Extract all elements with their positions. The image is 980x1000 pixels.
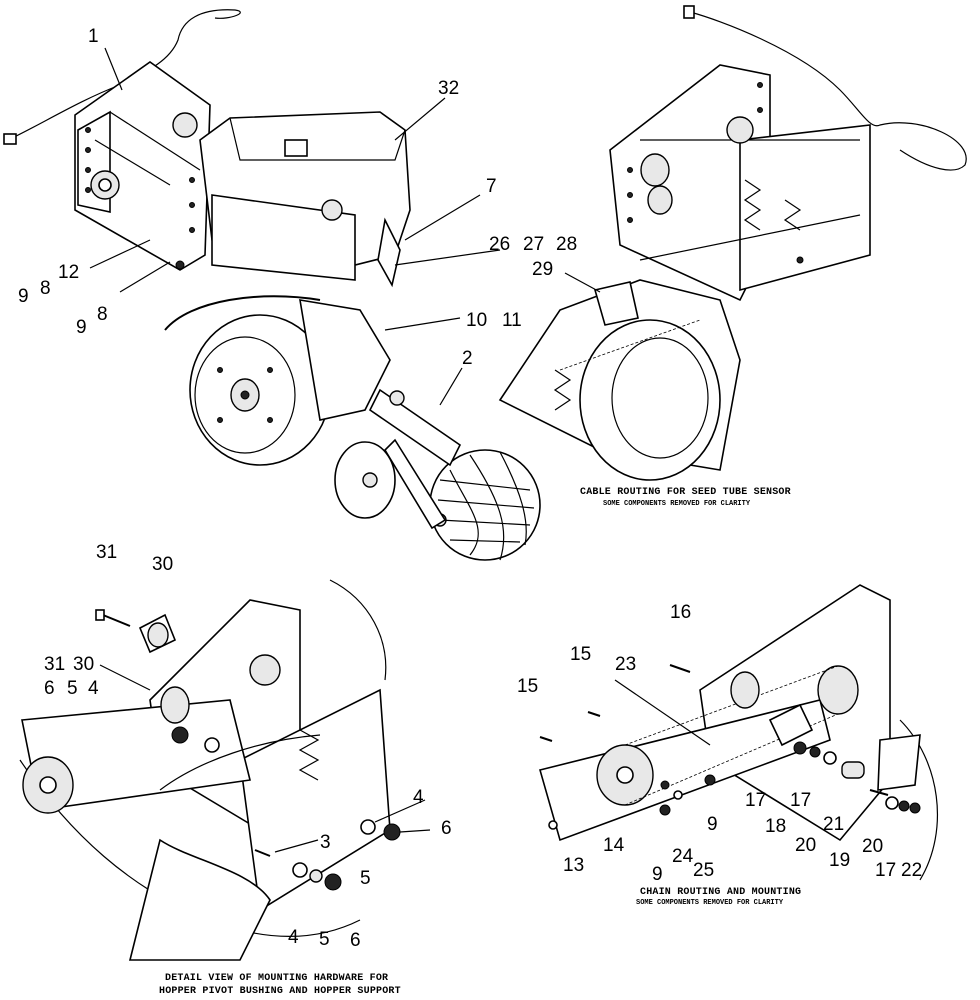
nut — [383, 823, 401, 841]
callout-5c: 5 — [319, 929, 330, 950]
callout-31b: 31 — [44, 654, 65, 675]
caption-hopper-line1: DETAIL VIEW OF MOUNTING HARDWARE FOR — [165, 973, 388, 984]
callout-21: 21 — [823, 814, 844, 835]
callout-28: 28 — [556, 234, 577, 255]
closing-arm — [368, 388, 462, 467]
closing-wheel — [429, 449, 541, 561]
roller-21 — [841, 761, 865, 779]
callout-5: 5 — [67, 678, 78, 699]
callout-12: 12 — [58, 262, 79, 283]
caption-cable-title: CABLE ROUTING FOR SEED TUBE SENSOR — [580, 487, 791, 498]
callout-16: 16 — [670, 602, 691, 623]
callout-20: 20 — [795, 835, 816, 856]
callout-7: 7 — [486, 176, 497, 197]
connector-icon — [683, 5, 695, 19]
callout-26: 26 — [489, 234, 510, 255]
knob — [249, 654, 281, 686]
callout-30: 30 — [152, 554, 173, 575]
callout-19: 19 — [829, 850, 850, 871]
callout-10: 10 — [466, 310, 487, 331]
callout-9c: 9 — [707, 814, 718, 835]
pivot-bushing — [160, 686, 190, 724]
callout-8b: 8 — [97, 304, 108, 325]
callout-5b: 5 — [360, 868, 371, 889]
caption-chain-title: CHAIN ROUTING AND MOUNTING — [640, 887, 801, 898]
seed-tube — [593, 281, 639, 326]
callout-4c: 4 — [288, 927, 299, 948]
callout-8: 8 — [40, 278, 51, 299]
callout-22: 22 — [901, 860, 922, 881]
callout-17c: 17 — [875, 860, 896, 881]
callout-29: 29 — [532, 259, 553, 280]
callout-1: 1 — [88, 26, 99, 47]
caption-cable-sub: SOME COMPONENTS REMOVED FOR CLARITY — [603, 500, 751, 508]
hopper-mounting-detail-view — [19, 579, 431, 961]
callout-2: 2 — [462, 348, 473, 369]
callout-4b: 4 — [413, 787, 424, 808]
knob — [172, 112, 198, 138]
callout-31: 31 — [96, 542, 117, 563]
callout-17: 17 — [745, 790, 766, 811]
cable-routing-view — [498, 5, 967, 481]
callout-9b: 9 — [76, 317, 87, 338]
caption-hopper-line2: HOPPER PIVOT BUSHING AND HOPPER SUPPORT — [159, 986, 401, 997]
callout-17b: 17 — [790, 790, 811, 811]
knob — [726, 116, 754, 144]
hopper-support — [211, 194, 356, 281]
callout-14: 14 — [603, 835, 625, 856]
callout-9: 9 — [18, 286, 29, 307]
callout-30b: 30 — [73, 654, 94, 675]
chain-bracket — [539, 699, 831, 842]
callout-6b: 6 — [441, 818, 452, 839]
callout-25: 25 — [693, 860, 714, 881]
callout-20b: 20 — [862, 836, 883, 857]
connector-icon — [3, 133, 17, 145]
callout-4: 4 — [88, 678, 99, 699]
callout-6c: 6 — [350, 930, 361, 951]
gauge-wheel — [579, 319, 721, 481]
callout-3: 3 — [320, 832, 331, 853]
caption-chain-sub: SOME COMPONENTS REMOVED FOR CLARITY — [636, 899, 784, 907]
callout-32: 32 — [438, 78, 459, 99]
callout-15: 15 — [570, 644, 591, 665]
callout-15b: 15 — [517, 676, 538, 697]
callout-23: 23 — [615, 654, 636, 675]
chain-routing-detail-view — [539, 584, 938, 881]
callout-11: 11 — [502, 310, 522, 331]
callout-13: 13 — [563, 855, 584, 876]
sprocket-upper — [817, 665, 859, 715]
callout-6: 6 — [44, 678, 55, 699]
main-row-unit-view — [3, 9, 541, 561]
callout-27: 27 — [523, 234, 544, 255]
callout-24: 24 — [672, 846, 694, 867]
washer — [360, 819, 376, 835]
callout-18: 18 — [765, 816, 786, 837]
callout-9d: 9 — [652, 864, 663, 885]
